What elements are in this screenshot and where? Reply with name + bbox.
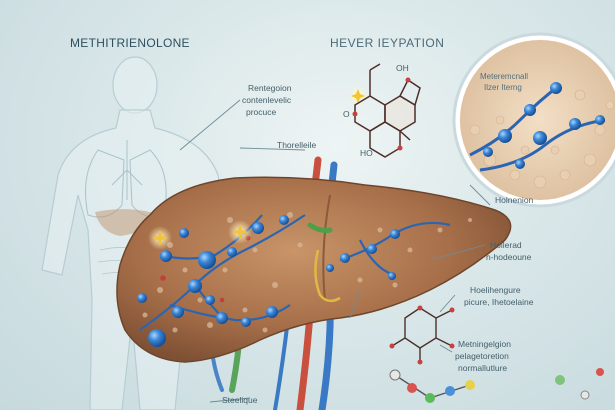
bottom-label: Steelique <box>222 396 257 405</box>
note1-line3: procuce <box>246 108 276 117</box>
ring-label-o: O <box>343 110 350 119</box>
inset-label-2: Ilzer Iterng <box>484 84 522 92</box>
top-right-label: HEVER IEYPATION <box>330 37 444 49</box>
holnenion-label: Holnenion <box>495 196 533 205</box>
steroid-structure <box>355 64 420 157</box>
thorelleile-label: Thorelleile <box>277 141 316 150</box>
right3-line1: Metningelgion <box>458 340 511 349</box>
liver <box>117 177 511 362</box>
inset-label-1: Meteremcnall <box>480 73 528 81</box>
molecule-chain <box>390 368 604 403</box>
title-label: METHITRIENOLONE <box>70 37 190 49</box>
ring-label-ho: HO <box>360 149 373 158</box>
note1-line2: contenlevelic <box>242 96 291 105</box>
right3-line2: pelagetoretion <box>455 352 509 361</box>
right1-line2: n-hodeoune <box>486 253 531 262</box>
right1-line1: Hollerad <box>490 241 522 250</box>
right2-line2: picure, Ihetoelaine <box>464 298 533 307</box>
ring-label-oh: OH <box>396 64 409 73</box>
right3-line3: normallutlure <box>458 364 507 373</box>
cell-inset <box>454 34 615 206</box>
right2-line1: Hoelihengure <box>470 286 521 295</box>
small-molecule <box>392 308 452 362</box>
note1-line1: Rentegoion <box>248 84 291 93</box>
